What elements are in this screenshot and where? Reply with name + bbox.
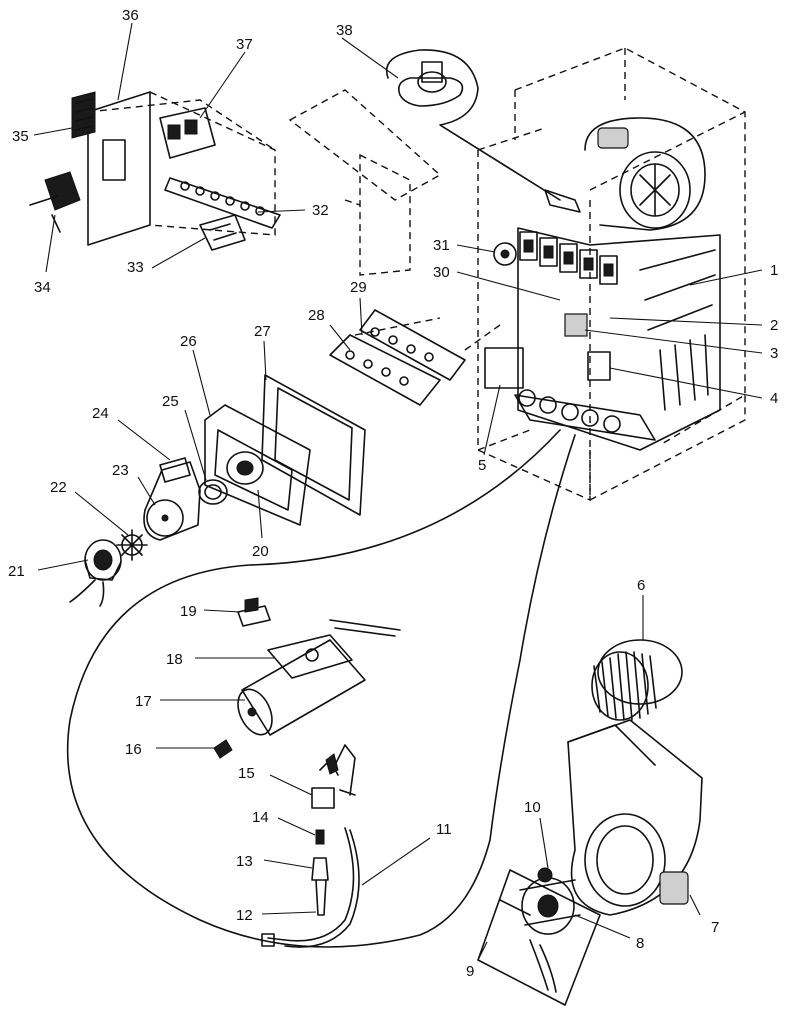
rollout-switch-38 [385, 49, 561, 201]
callout-30: 30 [433, 264, 450, 281]
callout-6: 6 [637, 577, 645, 594]
furnace-cabinet [477, 47, 746, 502]
callout-17: 17 [135, 693, 152, 710]
callout-3: 3 [770, 345, 778, 362]
callout-5: 5 [478, 457, 486, 474]
callout-28: 28 [308, 307, 325, 324]
callout-10: 10 [524, 799, 541, 816]
junction-box [484, 347, 524, 389]
callout-18: 18 [166, 651, 183, 668]
burner-tube-17 [237, 639, 366, 736]
blower-wheel-6 [591, 639, 683, 721]
door-switch-34 [29, 171, 81, 233]
inducer-assembly [69, 374, 366, 607]
callout-9: 9 [466, 963, 474, 980]
callout-13: 13 [236, 853, 253, 870]
callout-16: 16 [125, 741, 142, 758]
pilot-assembly-15 [311, 744, 356, 809]
callout-24: 24 [92, 405, 109, 422]
gasket-strips [329, 309, 501, 406]
callout-35: 35 [12, 128, 29, 145]
callout-7: 7 [711, 919, 719, 936]
callout-19: 19 [180, 603, 197, 620]
orifice-16 [213, 739, 233, 759]
callout-27: 27 [254, 323, 271, 340]
pilot-fittings [311, 829, 329, 916]
callout-1: 1 [770, 262, 778, 279]
limit-switch [493, 242, 517, 266]
callout-23: 23 [112, 462, 129, 479]
callout-20: 20 [252, 543, 269, 560]
blower-motor-8 [519, 877, 581, 935]
motor-mount-9 [477, 867, 601, 1006]
burner-manifold [514, 389, 656, 441]
bracket-18 [267, 619, 401, 679]
inducer-wheel-22 [116, 529, 148, 561]
callout-32: 32 [312, 202, 329, 219]
vent-panel [288, 89, 442, 276]
electrical-box [71, 91, 281, 251]
callout-2: 2 [770, 317, 778, 334]
top-blower [584, 117, 706, 231]
callout-15: 15 [238, 765, 255, 782]
callout-8: 8 [636, 935, 644, 952]
callout-38: 38 [336, 22, 353, 39]
rollout-switch-19 [237, 597, 271, 627]
blower-housing-7 [567, 719, 703, 916]
leader-lines [33, 22, 763, 961]
callout-26: 26 [180, 333, 197, 350]
inducer-motor-21 [69, 539, 122, 607]
callout-4: 4 [770, 390, 778, 407]
heat-exchanger [519, 231, 716, 411]
callout-14: 14 [252, 809, 269, 826]
callout-labels: 1 2 3 4 5 6 7 8 9 10 11 12 13 14 15 16 1… [8, 7, 778, 980]
callout-31: 31 [433, 237, 450, 254]
control-box [564, 313, 588, 337]
pilot-tube-11 [261, 827, 360, 948]
callout-34: 34 [34, 279, 51, 296]
callout-11: 11 [436, 821, 452, 838]
callout-37: 37 [236, 36, 253, 53]
callout-36: 36 [122, 7, 139, 24]
callout-12: 12 [236, 907, 253, 924]
callout-33: 33 [127, 259, 144, 276]
callout-22: 22 [50, 479, 67, 496]
burner-detail-balloon [66, 429, 576, 948]
callout-25: 25 [162, 393, 179, 410]
callout-29: 29 [350, 279, 367, 296]
callout-21: 21 [8, 563, 25, 580]
gas-valve [587, 351, 611, 381]
